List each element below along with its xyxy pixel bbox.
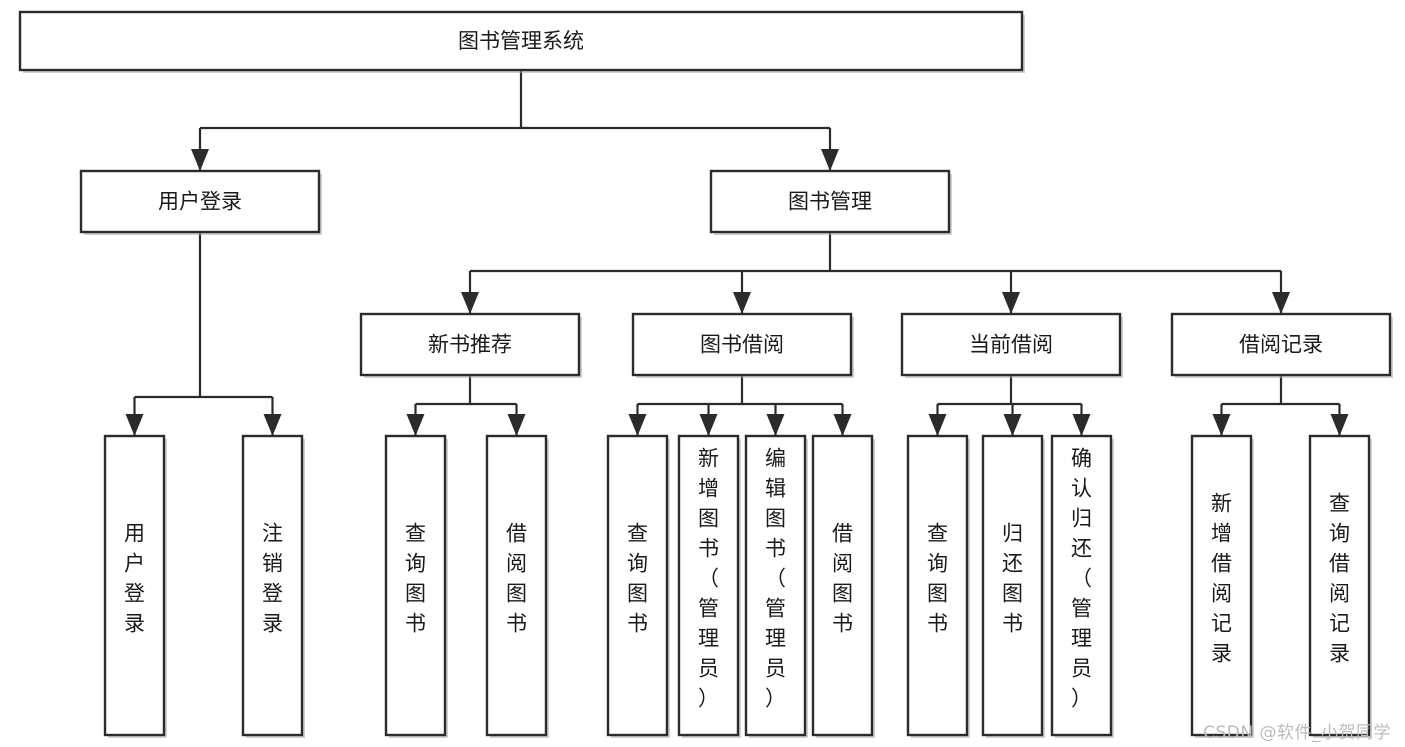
node-leaf-新增借阅记录[interactable]: 新增借阅记录 (1190, 434, 1254, 738)
connector-layer (125, 70, 1349, 436)
node-label: 用户登录 (158, 190, 242, 214)
connector-arrowhead (1272, 292, 1290, 314)
connector-arrowhead (1330, 414, 1349, 436)
node-label: 查询图书 (627, 522, 648, 636)
node-root-图书管理系统[interactable]: 图书管理系统 (18, 10, 1025, 73)
connector-arrowhead (507, 414, 526, 436)
node-label: 新增借阅记录 (1211, 492, 1232, 666)
connector-arrowhead (821, 149, 839, 171)
node-label: 编辑图书（管理员） (765, 447, 786, 711)
node-leaf-借阅图书[interactable]: 借阅图书 (485, 434, 549, 738)
connector-arrowhead (1212, 414, 1231, 436)
connector-arrowhead (928, 414, 947, 436)
node-leaf-查询图书[interactable]: 查询图书 (906, 434, 970, 738)
connector-arrowhead (699, 414, 718, 436)
node-label: 查询借阅记录 (1329, 492, 1350, 666)
node-level3-当前借阅[interactable]: 当前借阅 (900, 312, 1123, 378)
node-level3-新书推荐[interactable]: 新书推荐 (359, 312, 582, 378)
node-level2-用户登录[interactable]: 用户登录 (79, 169, 322, 235)
node-label: 归还图书 (1002, 522, 1023, 636)
node-label: 新增图书（管理员） (698, 447, 719, 711)
connector-arrowhead (628, 414, 647, 436)
node-label: 注销登录 (262, 522, 283, 636)
node-level3-借阅记录[interactable]: 借阅记录 (1170, 312, 1393, 378)
connector-arrowhead (1072, 414, 1091, 436)
node-label: 借阅记录 (1239, 333, 1323, 357)
node-layer: 图书管理系统用户登录图书管理用户登录注销登录新书推荐查询图书借阅图书图书借阅查询… (18, 10, 1393, 738)
node-label: 借阅图书 (832, 522, 853, 636)
node-label: 图书管理系统 (458, 29, 584, 53)
node-leaf-借阅图书[interactable]: 借阅图书 (811, 434, 875, 738)
connector-arrowhead (766, 414, 785, 436)
node-leaf-确认归还管理员[interactable]: 确认归还（管理员） (1050, 434, 1114, 738)
node-level2-图书管理[interactable]: 图书管理 (709, 169, 952, 235)
node-leaf-用户登录[interactable]: 用户登录 (103, 434, 167, 738)
connector-arrowhead (1003, 414, 1022, 436)
node-leaf-查询借阅记录[interactable]: 查询借阅记录 (1308, 434, 1372, 738)
connector-arrowhead (125, 414, 144, 436)
node-leaf-编辑图书管理员[interactable]: 编辑图书（管理员） (744, 434, 808, 738)
node-label: 确认归还（管理员） (1071, 447, 1092, 711)
node-level3-图书借阅[interactable]: 图书借阅 (631, 312, 854, 378)
connector-arrowhead (263, 414, 282, 436)
connector-arrowhead (733, 292, 751, 314)
connector-arrowhead (833, 414, 852, 436)
node-label: 图书借阅 (700, 333, 784, 357)
node-leaf-查询图书[interactable]: 查询图书 (384, 434, 448, 738)
node-leaf-查询图书[interactable]: 查询图书 (606, 434, 670, 738)
connector-arrowhead (1002, 292, 1020, 314)
node-leaf-新增图书管理员[interactable]: 新增图书（管理员） (677, 434, 741, 738)
node-label: 图书管理 (788, 190, 872, 214)
node-label: 新书推荐 (428, 333, 512, 357)
connector-arrowhead (461, 292, 479, 314)
node-label: 查询图书 (405, 522, 426, 636)
node-label: 借阅图书 (506, 522, 527, 636)
node-label: 用户登录 (124, 522, 145, 636)
node-label: 当前借阅 (969, 333, 1053, 357)
node-leaf-注销登录[interactable]: 注销登录 (241, 434, 305, 738)
connector-arrowhead (406, 414, 425, 436)
node-label: 查询图书 (927, 522, 948, 636)
node-leaf-归还图书[interactable]: 归还图书 (981, 434, 1045, 738)
connector-arrowhead (191, 149, 209, 171)
